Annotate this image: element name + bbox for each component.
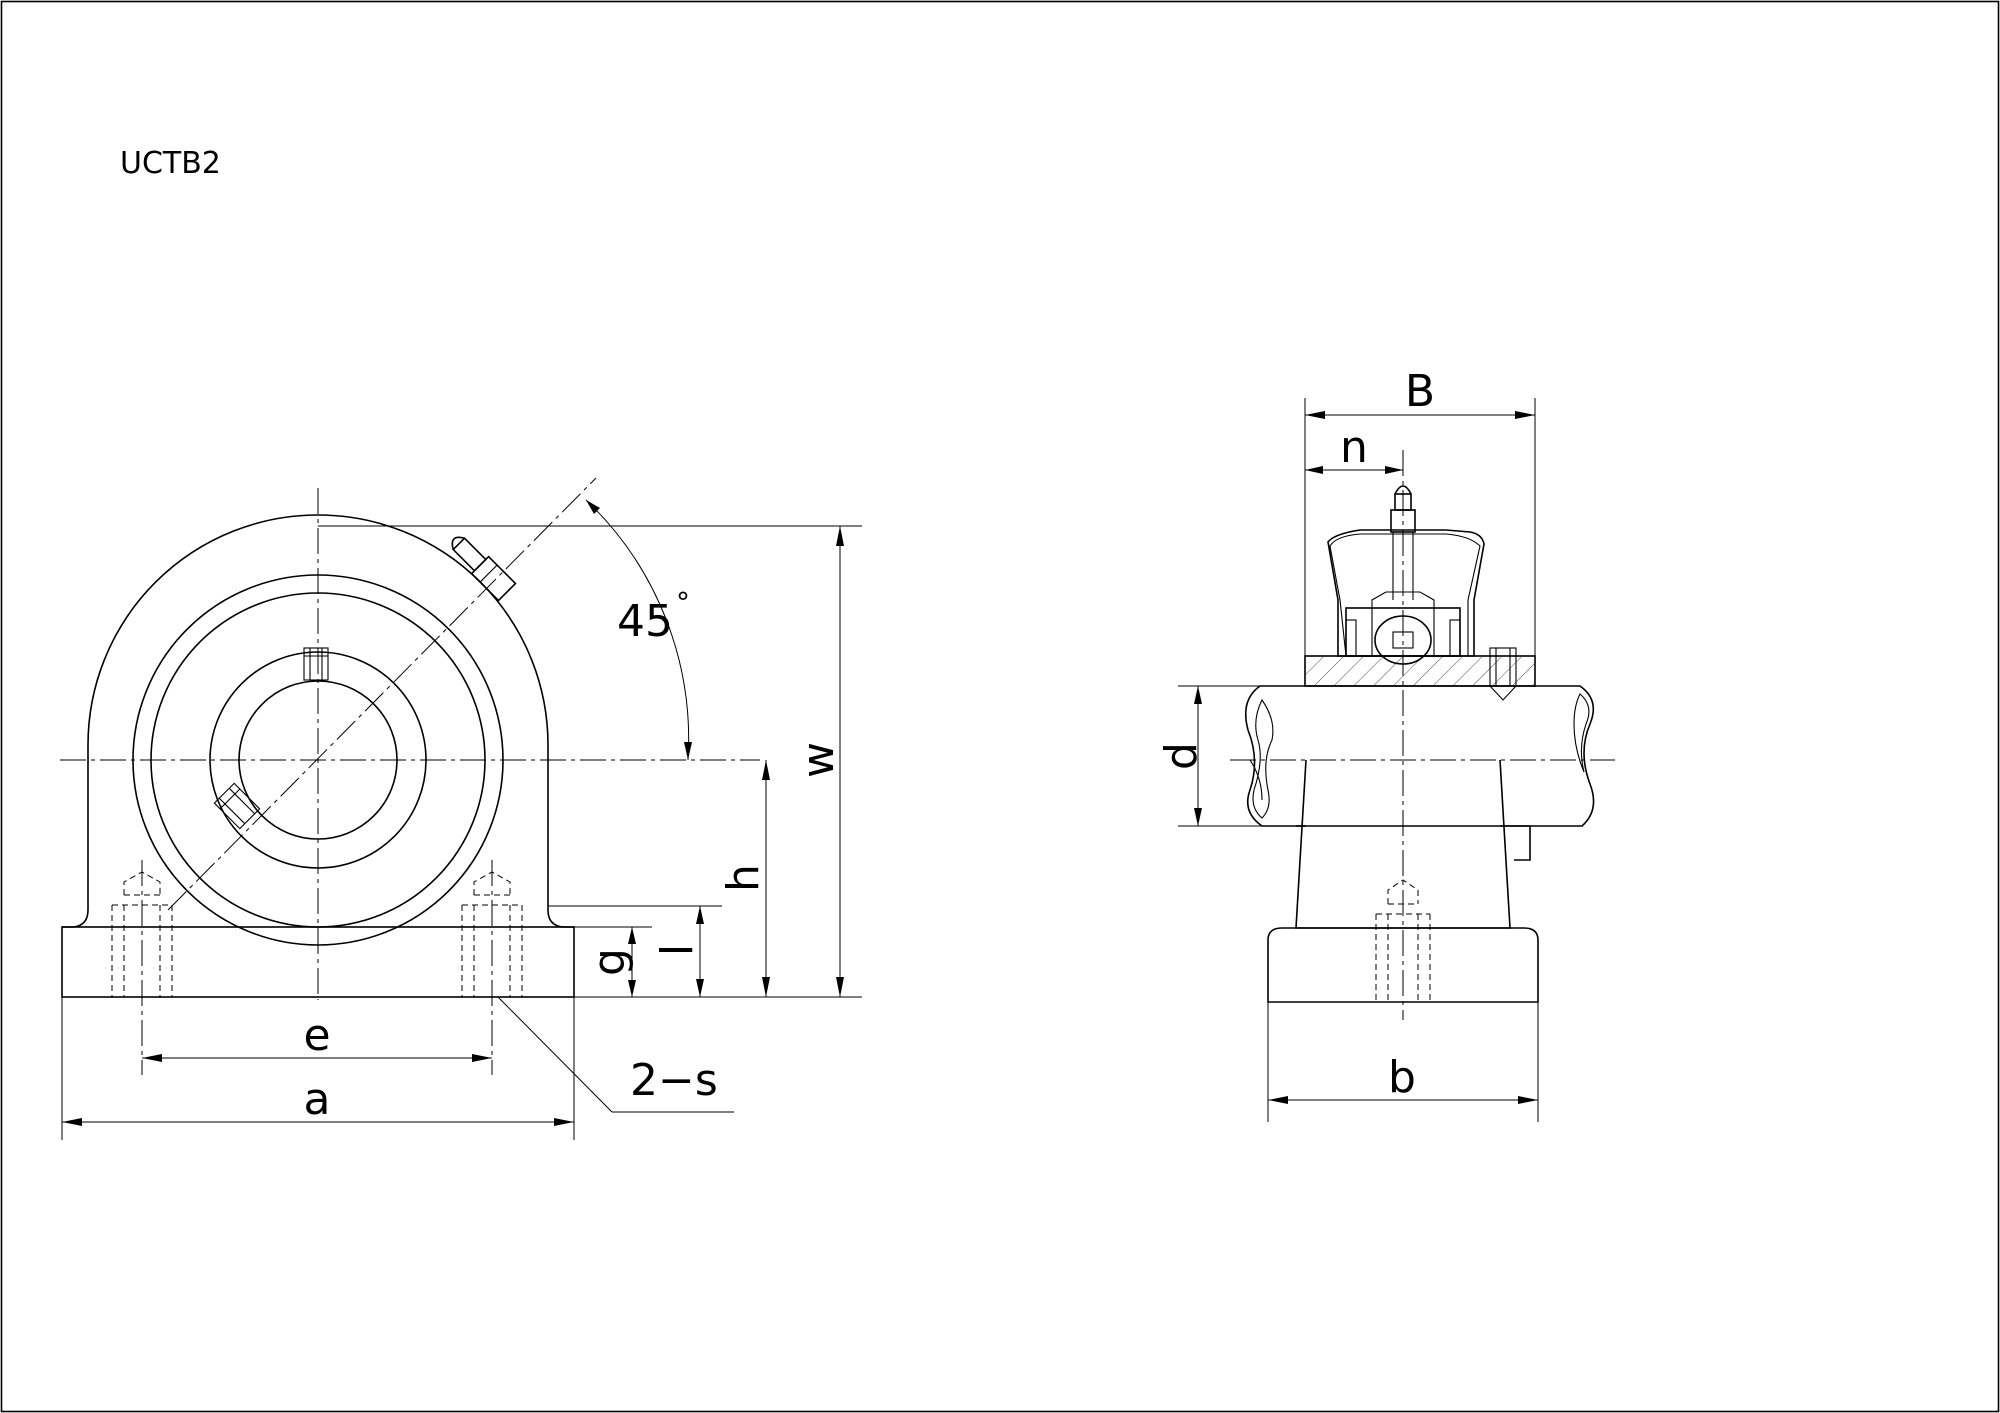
- pedestal-base: [1267, 927, 1539, 1003]
- angle-arc: [585, 499, 690, 761]
- housing-outline: [87, 514, 549, 910]
- dim-label-B: B: [1405, 366, 1435, 417]
- dim-label-2-s: 2−s: [630, 1055, 718, 1106]
- set-screw-angled: [213, 782, 261, 830]
- model-title: UCTB2: [120, 146, 221, 181]
- left-bolt: [111, 860, 173, 1075]
- dim-label-g: g: [584, 948, 635, 976]
- dim-label-a: a: [304, 1074, 331, 1125]
- bore: [238, 680, 398, 840]
- shaft: [1244, 685, 1595, 827]
- side-bolt: [1375, 879, 1431, 1002]
- dim-label-h: h: [718, 864, 769, 892]
- dim-label-d: d: [1156, 742, 1207, 770]
- seal-right: [1449, 619, 1461, 657]
- bearing-ball: [1374, 615, 1432, 665]
- dim-label-n: n: [1340, 422, 1368, 473]
- seal-left: [1345, 619, 1357, 657]
- right-bolt: [461, 860, 523, 1075]
- outer-ring: [132, 574, 504, 946]
- dim-label-b: b: [1388, 1052, 1416, 1103]
- grease-nipple: [451, 536, 517, 602]
- side-grease-nipple: [1390, 485, 1416, 600]
- angle-value: 45: [617, 596, 673, 647]
- right-flange-fillet: [547, 909, 574, 928]
- dim-label-l: l: [652, 944, 703, 956]
- dim-label-w: w: [793, 742, 844, 778]
- shaft-right-end-hatch: [1573, 693, 1590, 773]
- angle-centerline: [167, 477, 597, 911]
- outer-ring-inner-edge: [150, 592, 486, 928]
- side-view: B n d b: [1156, 366, 1615, 1122]
- dim-label-e: e: [303, 1010, 330, 1061]
- inner-ring: [209, 651, 427, 869]
- front-view: w h l g e a 2−s: [60, 477, 862, 1140]
- set-screw-top: [303, 647, 329, 681]
- housing-top-section: [1327, 529, 1485, 657]
- side-set-screw: [1489, 647, 1517, 687]
- angle-unit: °: [676, 586, 690, 619]
- left-flange-fillet: [62, 909, 89, 928]
- shaft-left-end-hatch: [1252, 698, 1274, 819]
